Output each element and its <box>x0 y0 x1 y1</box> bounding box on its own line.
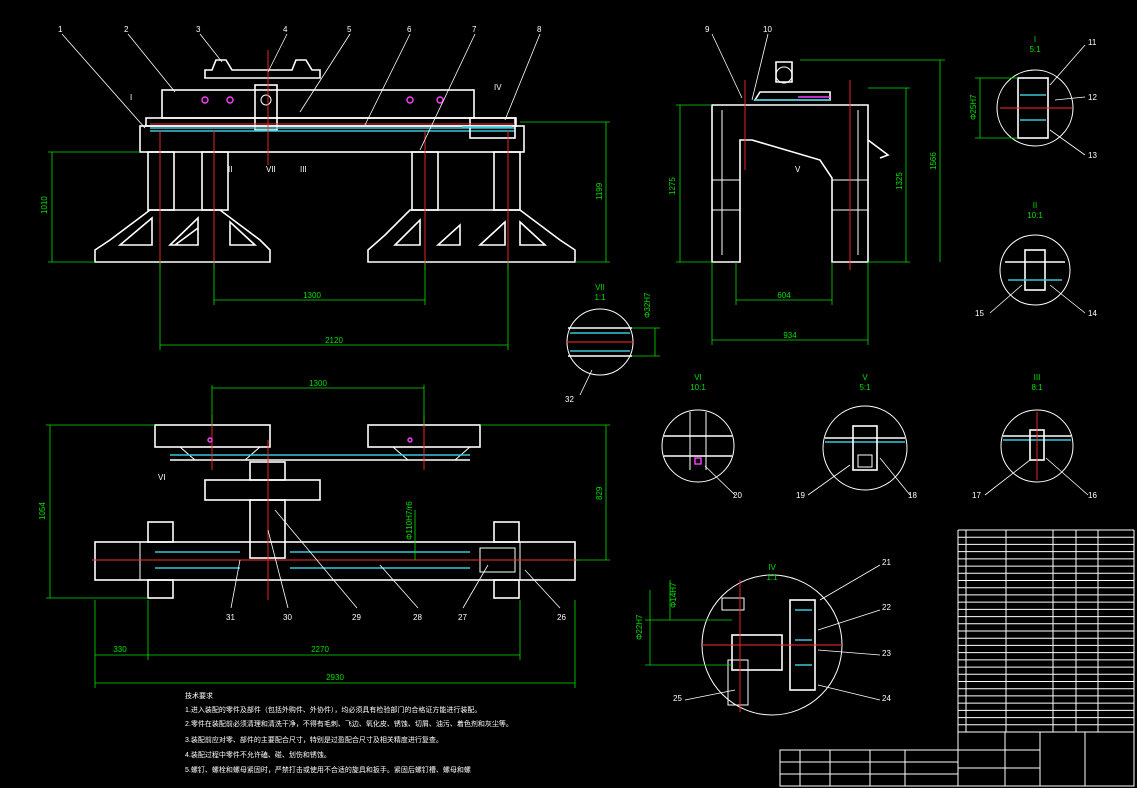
dim-side-h1: 1275 <box>668 177 677 195</box>
balloon-19: 19 <box>796 491 805 500</box>
dim-front-span: 1300 <box>303 291 321 300</box>
detail-i-dim: Φ25H7 <box>969 94 978 120</box>
balloon-14: 14 <box>1088 309 1097 318</box>
balloon-26: 26 <box>557 613 566 622</box>
dim-side-h3: 1566 <box>929 152 938 170</box>
detail-vi-id: VI <box>694 373 702 382</box>
section-mark-vi: VI <box>158 473 166 482</box>
balloon-20: 20 <box>733 491 742 500</box>
balloon-1: 1 <box>58 25 63 34</box>
balloon-29: 29 <box>352 613 361 622</box>
balloon-15: 15 <box>975 309 984 318</box>
balloon-31: 31 <box>226 613 235 622</box>
detail-iii-id: III <box>1034 373 1041 382</box>
balloon-24: 24 <box>882 694 891 703</box>
dim-top-h-right: 829 <box>595 486 604 500</box>
front-view <box>48 50 610 350</box>
detail-ii <box>989 234 1086 314</box>
dim-top-height: 1054 <box>38 502 47 520</box>
detail-iv-dim-2: Φ22H7 <box>635 614 644 640</box>
detail-vi-scale: 10:1 <box>690 383 706 392</box>
balloon-25: 25 <box>673 694 682 703</box>
detail-v <box>807 405 911 496</box>
dim-front-height-right: 1199 <box>595 182 604 200</box>
detail-vii-scale: 1:1 <box>594 293 606 302</box>
detail-iv-dim-1: Φ14H7 <box>669 582 678 608</box>
section-mark-vii: VII <box>266 165 276 174</box>
balloon-2: 2 <box>124 25 129 34</box>
note-1: 1.进入装配的零件及部件（包括外购件、外协件），均必须具有检验部门的合格证方能进… <box>185 705 481 714</box>
balloon-9: 9 <box>705 25 710 34</box>
detail-iv <box>645 564 881 716</box>
dim-side-width: 934 <box>783 331 797 340</box>
top-leaders <box>230 509 561 609</box>
balloon-8: 8 <box>537 25 542 34</box>
balloon-10: 10 <box>763 25 772 34</box>
balloon-5: 5 <box>347 25 352 34</box>
balloon-27: 27 <box>458 613 467 622</box>
detail-iv-id: IV <box>768 563 776 572</box>
balloon-6: 6 <box>407 25 412 34</box>
detail-i-id: I <box>1034 35 1036 44</box>
detail-vii-dim: Φ32H7 <box>643 292 652 318</box>
top-view <box>46 385 610 688</box>
balloon-32: 32 <box>565 395 574 404</box>
balloon-13: 13 <box>1088 151 1097 160</box>
detail-iii-scale: 8:1 <box>1031 383 1043 392</box>
detail-vii-id: VII <box>595 283 605 292</box>
dim-front-overall: 2120 <box>325 336 343 345</box>
detail-v-id: V <box>862 373 868 382</box>
balloon-21: 21 <box>882 558 891 567</box>
side-view <box>676 59 945 345</box>
detail-v-scale: 5:1 <box>859 383 871 392</box>
balloon-17: 17 <box>972 491 981 500</box>
note-3: 3.装配前应对零、部件的主要配合尺寸，特别是过盈配合尺寸及相关精度进行复查。 <box>185 735 443 744</box>
section-mark-i: I <box>130 93 132 102</box>
title-block <box>779 731 1135 787</box>
section-mark-v: V <box>795 165 801 174</box>
section-mark-iv: IV <box>494 83 502 92</box>
detail-vii <box>566 308 660 396</box>
dim-top-inner: 2270 <box>311 645 329 654</box>
section-mark-ii: II <box>228 165 232 174</box>
dim-side-inner: 604 <box>777 291 791 300</box>
note-4: 4.装配过程中零件不允许磕、碰、划伤和锈蚀。 <box>185 750 331 759</box>
detail-ii-scale: 10:1 <box>1027 211 1043 220</box>
balloon-11: 11 <box>1088 38 1097 47</box>
dim-side-h2: 1325 <box>895 172 904 190</box>
dim-top-overall: 2930 <box>326 673 344 682</box>
dim-top-left: 330 <box>113 645 127 654</box>
detail-ii-id: II <box>1033 201 1037 210</box>
front-leaders <box>61 33 541 151</box>
detail-vi <box>661 409 736 496</box>
balloon-3: 3 <box>196 25 201 34</box>
detail-iv-scale: 1:1 <box>766 573 778 582</box>
balloon-28: 28 <box>413 613 422 622</box>
detail-i <box>975 44 1086 156</box>
dim-front-height-left: 1010 <box>40 196 49 214</box>
balloon-4: 4 <box>283 25 288 34</box>
dim-top-span: 1300 <box>309 379 327 388</box>
note-2: 2.零件在装配前必须清理和清洗干净，不得有毛刺、飞边、氧化皮、锈蚀、切屑、油污、… <box>185 719 513 728</box>
balloon-18: 18 <box>908 491 917 500</box>
balloon-12: 12 <box>1088 93 1097 102</box>
balloon-30: 30 <box>283 613 292 622</box>
note-5: 5.螺钉、螺栓和螺母紧固时，严禁打击或使用不合适的旋具和扳手。紧固后螺钉槽、螺母… <box>185 765 471 774</box>
detail-i-scale: 5:1 <box>1029 45 1041 54</box>
parts-list <box>957 529 1135 733</box>
dim-top-bore: Φ110H7/r6 <box>405 501 414 540</box>
balloon-22: 22 <box>882 603 891 612</box>
balloon-7: 7 <box>472 25 477 34</box>
balloon-16: 16 <box>1088 491 1097 500</box>
notes-title: 技术要求 <box>185 691 213 700</box>
balloon-23: 23 <box>882 649 891 658</box>
detail-iii <box>984 409 1089 496</box>
section-mark-iii: III <box>300 165 307 174</box>
